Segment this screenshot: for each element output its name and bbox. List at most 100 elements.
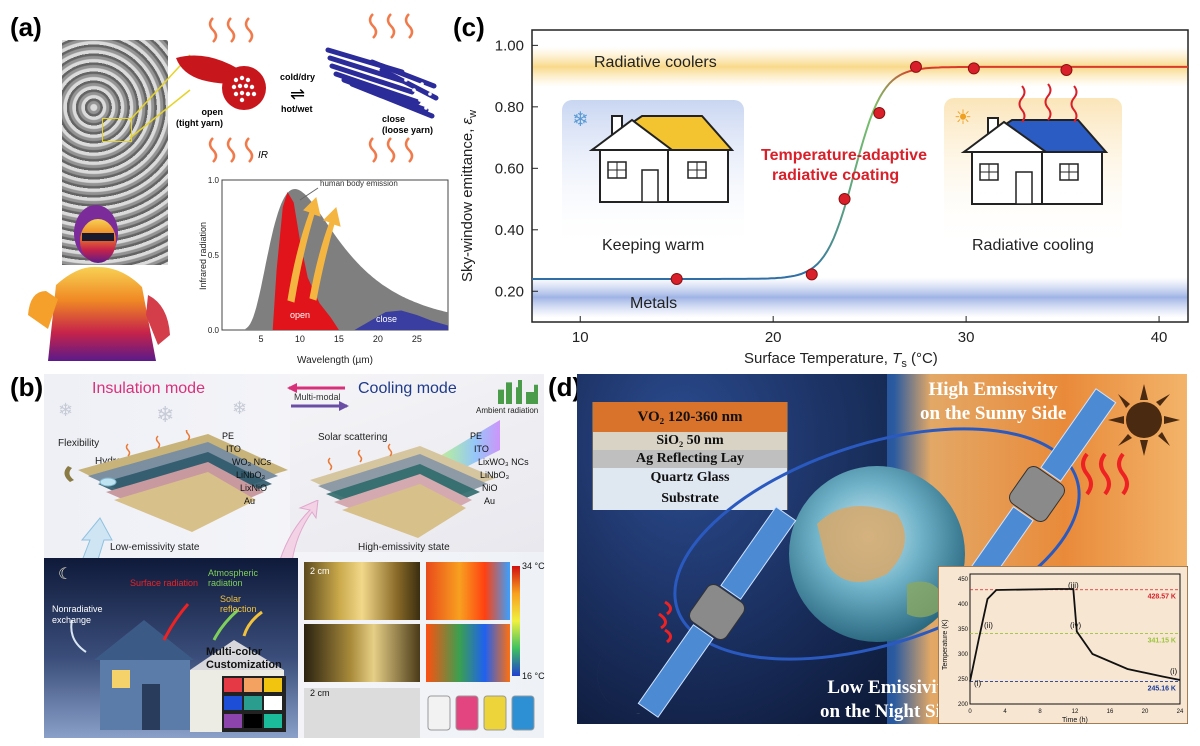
stack-layer-1: SiO₂ 50 nm bbox=[592, 432, 788, 450]
scale-bar-label-1: 2 cm bbox=[310, 566, 330, 576]
keeping-warm-label: Keeping warm bbox=[602, 237, 704, 254]
close-state-label: close (loose yarn) bbox=[382, 114, 433, 136]
layer-right-label-4: NiO bbox=[482, 483, 498, 493]
high-line1: High Emissivity bbox=[928, 379, 1058, 400]
stack-layer-4: Substrate bbox=[592, 488, 788, 510]
inset-level-label: 428.57 K bbox=[1148, 594, 1176, 601]
inset-xlabel: Time (h) bbox=[1062, 717, 1088, 724]
inset-background bbox=[938, 566, 1188, 724]
nonradiative-exchange-label: Nonradiative exchange bbox=[52, 604, 103, 625]
snowflake-icon-2: ❄ bbox=[156, 402, 175, 427]
radiative-cooling-label: Radiative cooling bbox=[972, 237, 1094, 254]
layer-label-2: WO₃ NCs bbox=[232, 457, 272, 467]
close-sub-label: (loose yarn) bbox=[382, 125, 434, 135]
low-line2: on the Night Side bbox=[820, 701, 960, 722]
open-sub-label: (tight yarn) bbox=[176, 118, 223, 128]
inset-x-tick-label: 8 bbox=[1038, 709, 1042, 715]
thermal-image-top bbox=[426, 562, 510, 620]
low-emissivity-label: Low-emissivity state bbox=[110, 542, 200, 553]
inset-level-label: 341.15 K bbox=[1148, 637, 1176, 644]
y-tick-label: 0.40 bbox=[495, 222, 524, 239]
y-tick-label: 0.20 bbox=[495, 283, 524, 300]
color-swatch bbox=[224, 678, 242, 692]
earth-orbit-scene bbox=[597, 388, 1129, 718]
temp-min-label: 16 °C bbox=[522, 671, 545, 681]
solar-reflection-label: Solar reflection bbox=[220, 594, 257, 614]
inset-y-tick-label: 350 bbox=[958, 627, 969, 633]
solar-scattering-label: Solar scattering bbox=[318, 432, 388, 443]
layer-right-label-2: LixWO₃ NCs bbox=[478, 457, 529, 467]
inset-marker-2: (ii) bbox=[984, 621, 993, 630]
cooling-layer-labels: PE ITO LixWO₃ NCs LiNbO₃ NiO Au bbox=[470, 430, 529, 508]
layer-label-4: LixNiO bbox=[240, 483, 268, 493]
layer-label-5: Au bbox=[244, 496, 256, 506]
inset-marker-3: (iii) bbox=[1068, 581, 1079, 590]
color-swatch bbox=[244, 678, 262, 692]
coating-label-line1: Temperature-adaptive bbox=[761, 147, 927, 164]
x-tick-label: 20 bbox=[765, 329, 782, 346]
switch-arrows: ⇌ bbox=[290, 84, 306, 104]
multi-modal-label: Multi-modal bbox=[294, 392, 341, 402]
layer-label-0: PE bbox=[222, 431, 235, 441]
low-emissivity-title: Low Emissivity on the Night Side bbox=[820, 676, 960, 724]
inset-x-tick-label: 20 bbox=[1142, 709, 1149, 715]
y-tick-label: 1.00 bbox=[495, 37, 524, 54]
y-tick-label: 0.80 bbox=[495, 99, 524, 116]
open-area-label: open bbox=[290, 310, 310, 320]
flexibility-label: Flexibility bbox=[58, 438, 100, 449]
coating-label-line2: radiative coating bbox=[772, 167, 899, 184]
spectrum-x-tick-label: 10 bbox=[295, 334, 305, 344]
ir-waves-close-top bbox=[368, 13, 414, 39]
scale-bar-label-2: 2 cm bbox=[310, 688, 330, 698]
inset-x-tick-label: 4 bbox=[1003, 709, 1007, 715]
house-keeping-warm: ❄ bbox=[562, 100, 744, 250]
data-point bbox=[1060, 63, 1073, 76]
hot-wet-label: hot/wet bbox=[281, 104, 313, 114]
device-photo-white bbox=[304, 688, 420, 738]
satellite-night bbox=[637, 506, 797, 718]
y-tick-label: 0.60 bbox=[495, 160, 524, 177]
spectrum-y-tick-label: 1.0 bbox=[208, 176, 220, 185]
sem-zoom-box bbox=[102, 118, 132, 142]
inset-x-tick-label: 16 bbox=[1107, 709, 1114, 715]
color-swatch bbox=[264, 714, 282, 728]
ir-waves-close-bottom bbox=[368, 137, 414, 163]
layer-right-label-0: PE bbox=[470, 431, 483, 441]
emittance-ylabel: Sky-window emittance, εw bbox=[459, 110, 479, 282]
emittance-points bbox=[670, 60, 1073, 285]
layer-right-label-5: Au bbox=[484, 496, 496, 506]
inset-y-tick-label: 250 bbox=[958, 677, 969, 683]
panel-d-label: (d) bbox=[548, 372, 582, 402]
metals-label: Metals bbox=[630, 295, 677, 312]
stack-layer-3: Quartz Glass bbox=[592, 468, 788, 488]
ir-label: IR bbox=[258, 150, 268, 161]
radiative-coolers-label: Radiative coolers bbox=[594, 54, 717, 71]
color-swatch bbox=[264, 696, 282, 710]
surface-radiation-label: Surface radiation bbox=[130, 578, 199, 588]
human-body-emission-label: human body emission bbox=[320, 179, 398, 188]
spectrum-x-tick-label: 5 bbox=[258, 334, 263, 344]
high-emissivity-title: High Emissivity on the Sunny Side bbox=[920, 378, 1066, 426]
snowflake-icon: ❄ bbox=[572, 109, 589, 131]
close-yarn-illustration bbox=[325, 47, 439, 119]
panel-c-label: (c) bbox=[453, 12, 485, 42]
inset-marker-5: (i) bbox=[1170, 667, 1177, 676]
color-swatch bbox=[224, 696, 242, 710]
inset-marker-4: (iv) bbox=[1070, 621, 1081, 630]
inset-level-label: 245.16 K bbox=[1148, 685, 1176, 692]
zoom-lines bbox=[129, 54, 191, 139]
cooling-device-stack bbox=[310, 420, 500, 538]
spectrum-ylabel: Infrared radiation bbox=[198, 222, 208, 290]
plot-frame bbox=[531, 29, 1189, 323]
spectrum-y-tick-label: 0.5 bbox=[208, 251, 220, 260]
snowflake-icon-1: ❄ bbox=[58, 400, 74, 420]
stack-layer-2: Ag Reflecting Lay bbox=[592, 450, 788, 468]
up-arrows bbox=[287, 197, 341, 303]
device-photo-gold-1 bbox=[304, 562, 420, 620]
layer-right-label-3: LiNbO₃ bbox=[480, 470, 510, 480]
multi-modal-arrows bbox=[287, 383, 349, 411]
